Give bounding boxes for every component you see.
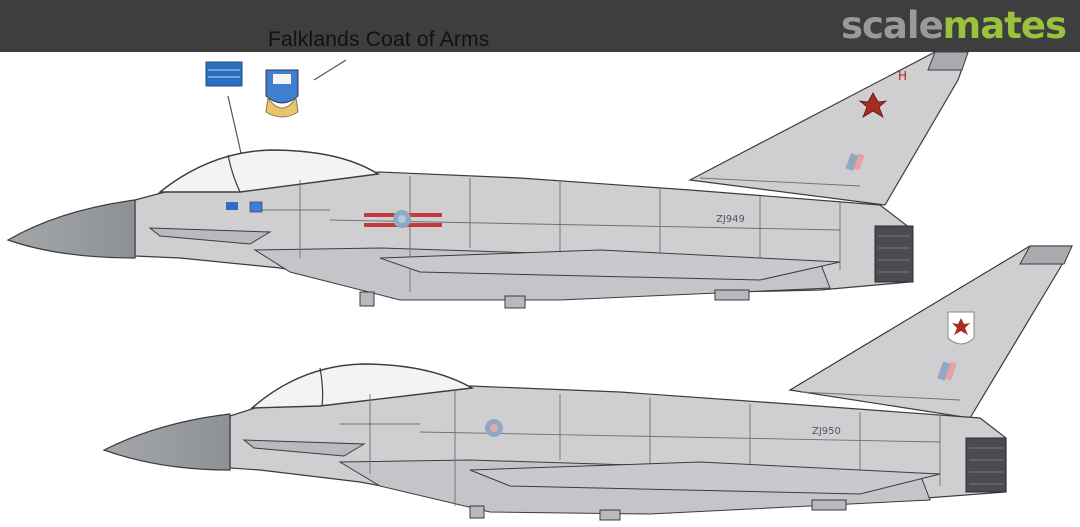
falklands-coat-of-arms-icon [265,69,299,118]
roundel-with-bars-upper [364,210,442,228]
falklands-flag-icon [205,61,243,87]
fin-letter: H [898,69,907,83]
header-bar: scalemates [0,0,1080,52]
logo-part-scale: scale [840,4,944,47]
roundel-lower [485,419,503,437]
serial-number-lower: ZJ950 [812,426,841,437]
maltese-cross-icon [858,92,888,118]
cross-shield-icon [947,311,975,345]
aircraft-profile-upper: H ZJ949 [6,51,969,309]
logo-part-mates: mates [942,4,1067,47]
serial-number-upper: ZJ949 [716,214,745,225]
site-logo[interactable]: scalemates [840,4,1067,48]
aircraft-profile-lower: ZJ950 [102,245,1074,521]
coat-of-arms-caption: Falklands Coat of Arms [268,28,490,51]
